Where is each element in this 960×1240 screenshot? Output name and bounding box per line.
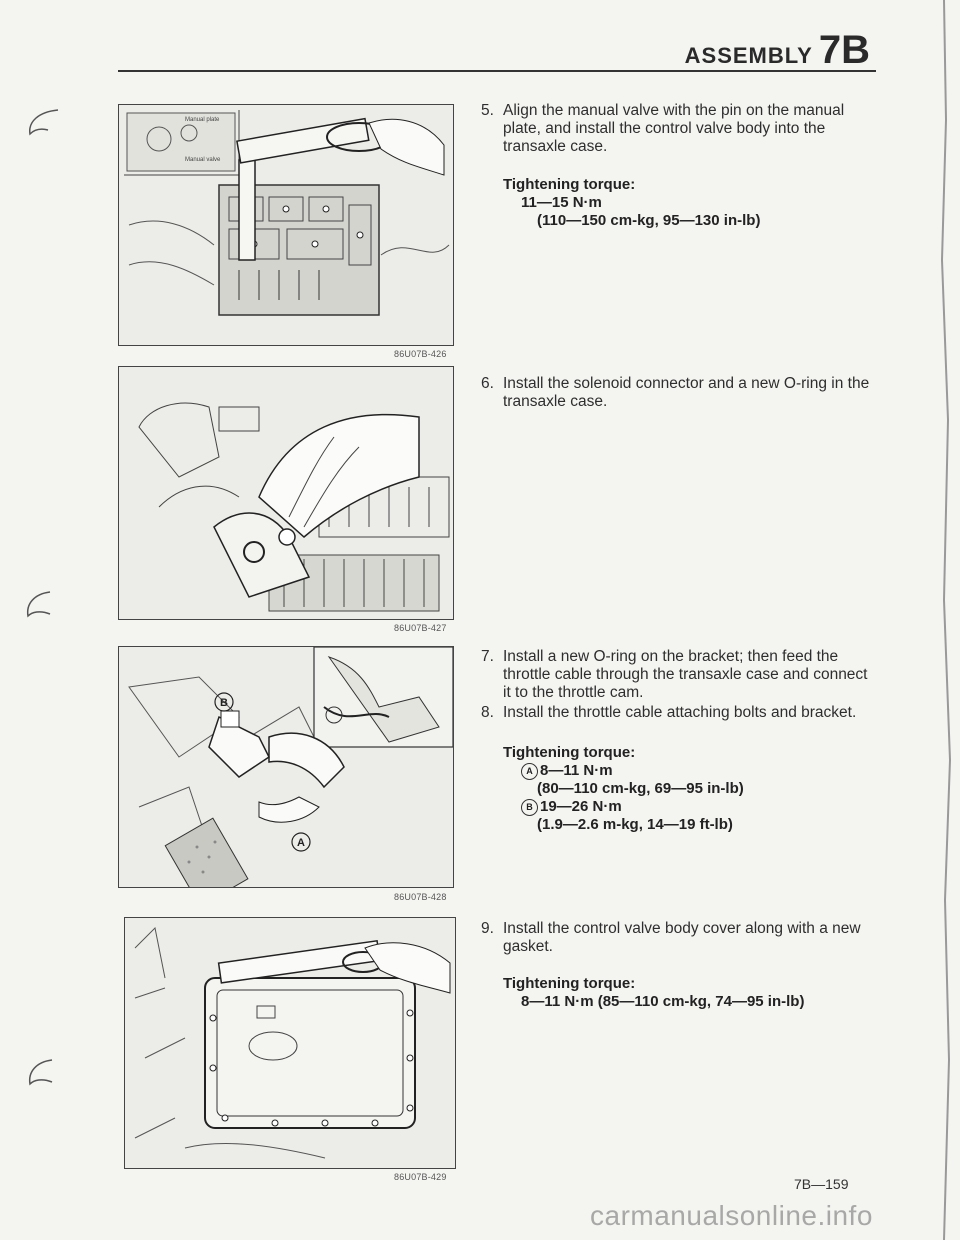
marker-b: B xyxy=(521,799,538,816)
figure-solenoid-connector xyxy=(118,366,454,620)
torque-heading: Tightening torque: xyxy=(503,744,636,761)
section-code: 7B xyxy=(818,28,870,72)
figure-caption: 86U07B-428 xyxy=(394,892,447,902)
valve-body-illustration: Manual plate Manual valve xyxy=(119,105,453,345)
figure-valve-body-cover xyxy=(124,917,456,1169)
figure-caption: 86U07B-427 xyxy=(394,623,447,633)
step-text: Install the control valve body cover alo… xyxy=(503,920,861,955)
torque-detail: (1.9—2.6 m-kg, 14—19 ft-lb) xyxy=(537,816,733,833)
figure-valve-body-install: Manual plate Manual valve xyxy=(118,104,454,346)
step-7: 7. Install a new O-ring on the bracket; … xyxy=(481,648,871,702)
torque-detail: (80—110 cm-kg, 69—95 in-lb) xyxy=(537,780,744,797)
step-number: 8. xyxy=(481,704,494,721)
figure-caption: 86U07B-429 xyxy=(394,1172,447,1182)
torque-spec-step-9: Tightening torque: 8—11 N·m (85—110 cm-k… xyxy=(503,975,804,1011)
watermark: carmanualsonline.info xyxy=(590,1200,873,1231)
figure-throttle-cable: B A xyxy=(118,646,454,888)
step-5: 5. Align the manual valve with the pin o… xyxy=(481,102,871,156)
torque-value: 19—26 N·m xyxy=(540,798,622,815)
callout-b: B xyxy=(220,697,228,709)
step-6: 6. Install the solenoid connector and a … xyxy=(481,375,871,411)
step-number: 6. xyxy=(481,375,494,392)
step-number: 5. xyxy=(481,102,494,119)
inset-label-manual-valve: Manual valve xyxy=(185,157,221,163)
torque-value: 11—15 N·m xyxy=(521,194,602,211)
page-number: 7B—159 xyxy=(794,1176,849,1192)
figure-caption: 86U07B-426 xyxy=(394,349,447,359)
header-rule xyxy=(118,70,876,72)
step-8: 8. Install the throttle cable attaching … xyxy=(481,704,881,722)
torque-heading: Tightening torque: xyxy=(503,975,636,992)
page-edge-shadow xyxy=(940,0,952,1240)
torque-detail: (110—150 cm-kg, 95—130 in-lb) xyxy=(537,212,761,229)
step-text: Install a new O-ring on the bracket; the… xyxy=(503,648,868,701)
section-title: ASSEMBLY xyxy=(684,43,813,68)
step-9: 9. Install the control valve body cover … xyxy=(481,920,871,956)
torque-value: 8—11 N·m (85—110 cm-kg, 74—95 in-lb) xyxy=(521,993,805,1010)
valve-cover-illustration xyxy=(125,918,455,1168)
binding-mark xyxy=(29,109,59,136)
step-text: Install the throttle cable attaching bol… xyxy=(503,704,857,721)
marker-a: A xyxy=(521,763,538,780)
binding-mark xyxy=(28,1059,53,1086)
callout-a: A xyxy=(297,837,305,849)
torque-spec-step-5: Tightening torque: 11—15 N·m (110—150 cm… xyxy=(503,176,760,230)
inset-label-manual-plate: Manual plate xyxy=(185,117,220,123)
step-text: Align the manual valve with the pin on t… xyxy=(503,102,845,155)
binding-mark xyxy=(26,591,51,618)
torque-heading: Tightening torque: xyxy=(503,176,636,193)
step-number: 9. xyxy=(481,920,494,937)
step-text: Install the solenoid connector and a new… xyxy=(503,375,870,410)
throttle-cable-illustration: B A xyxy=(119,647,453,887)
torque-value: 8—11 N·m xyxy=(540,762,613,779)
step-number: 7. xyxy=(481,648,494,665)
solenoid-illustration xyxy=(119,367,453,619)
